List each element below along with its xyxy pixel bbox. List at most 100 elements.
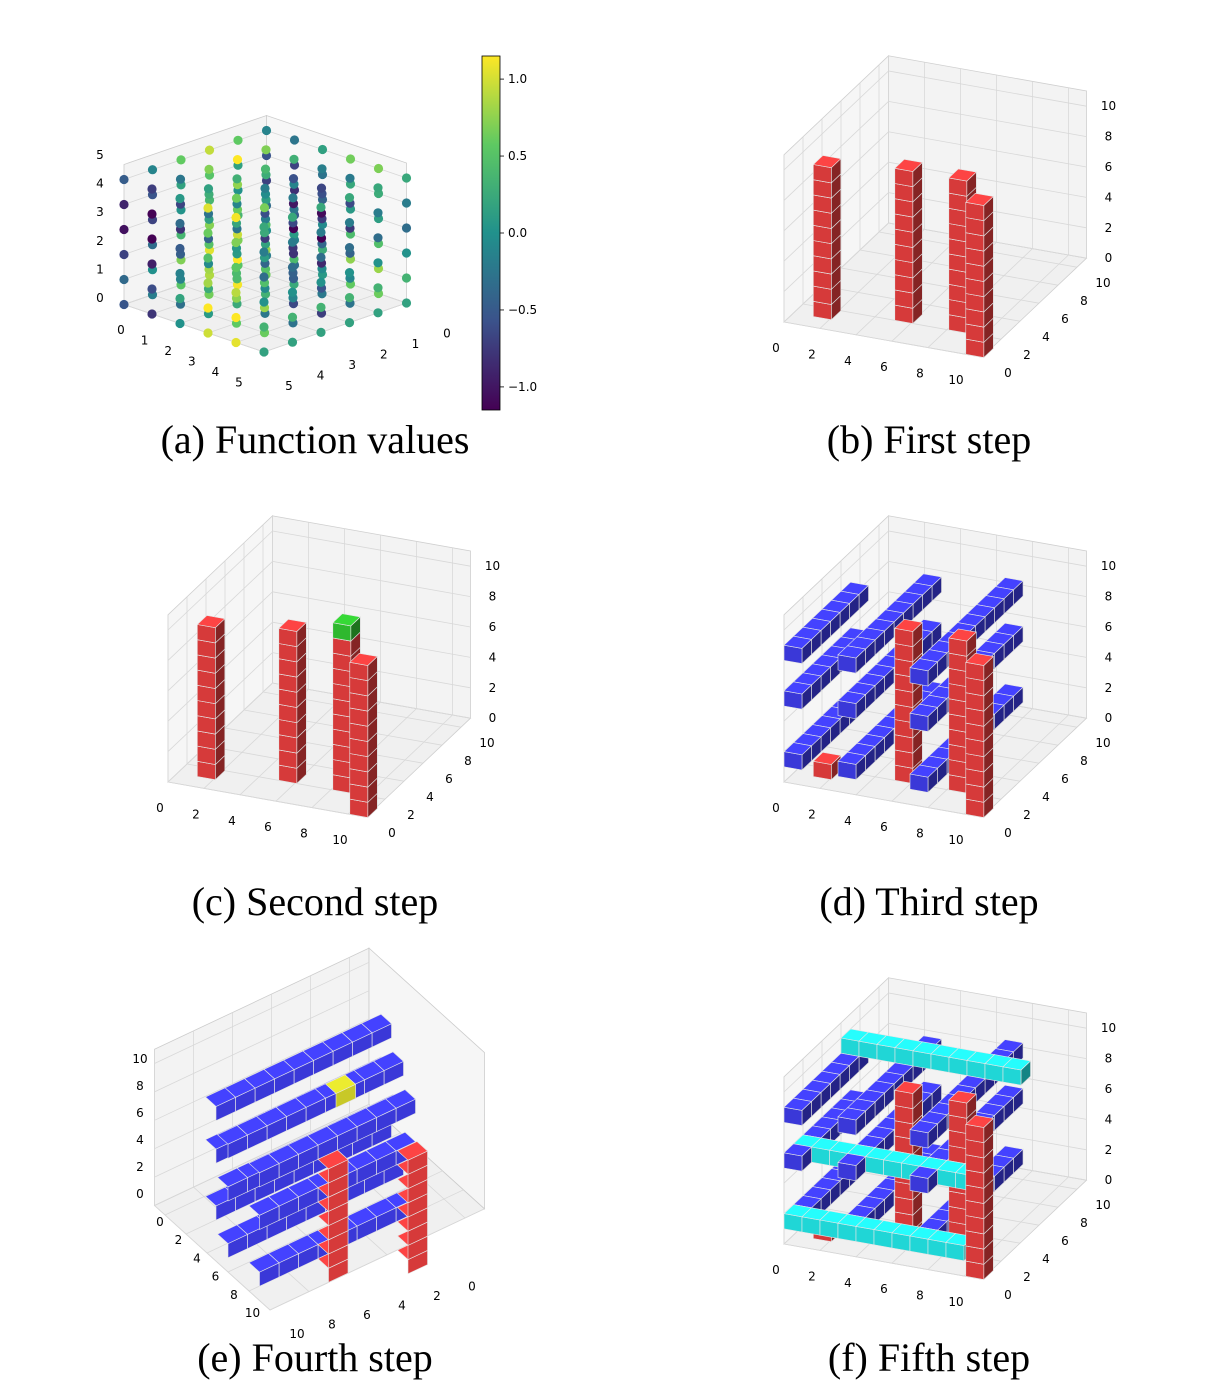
scatter-point [287, 312, 298, 322]
grid-line [266, 205, 407, 254]
grid-line [269, 1208, 485, 1311]
tick-label: 0 [1105, 1173, 1113, 1187]
grid-line [224, 727, 424, 764]
scatter-point [261, 125, 272, 136]
tick-label: 8 [230, 1288, 238, 1302]
voxel-face [837, 1107, 867, 1121]
scatter-point [317, 164, 327, 174]
grid-line [266, 255, 407, 304]
grid-line [272, 591, 471, 628]
tick-label: 1 [412, 337, 420, 351]
tick-label: 2 [808, 347, 816, 361]
scatter-point [231, 312, 241, 323]
tick-label: 4 [844, 354, 852, 368]
scatter-point [259, 247, 269, 257]
grid-line [123, 230, 267, 280]
grid-line [888, 992, 1087, 1029]
scatter-point [373, 183, 383, 193]
tick-label: 2 [164, 344, 172, 358]
tick-label: 6 [489, 620, 497, 634]
tick-label: 4 [317, 369, 325, 383]
scatter-point [316, 252, 326, 262]
tick-label: 4 [489, 650, 497, 664]
scatter-point [344, 193, 355, 203]
scatter-point [373, 208, 383, 218]
voxel-face [909, 703, 939, 717]
voxel-face [965, 652, 994, 666]
scatter-point [316, 327, 326, 337]
tick-label: 0 [772, 801, 780, 815]
scatter-point [401, 273, 412, 283]
scatter-point [175, 218, 185, 229]
voxel-face [204, 1087, 237, 1107]
scatter-point [147, 209, 157, 219]
scatter-point [147, 259, 157, 269]
tick-label: 4 [136, 1133, 144, 1147]
scatter-point [260, 183, 270, 193]
tick-label: 3 [188, 355, 196, 369]
voxel-face [248, 1253, 280, 1273]
tick-label: 4 [426, 790, 434, 804]
voxel-face [812, 751, 842, 765]
tick-label: 10 [485, 559, 500, 573]
scatter-point [259, 203, 270, 213]
grid-line [123, 205, 267, 255]
tick-label: 2 [175, 1233, 183, 1247]
tick-label: 6 [1105, 620, 1113, 634]
tick-label: 2 [96, 234, 104, 248]
grid-line [840, 267, 1040, 304]
scatter-point [287, 237, 298, 247]
scatter-point [344, 318, 355, 328]
scatter-point [203, 278, 213, 288]
tick-label: 6 [363, 1308, 371, 1322]
voxel-face [216, 1167, 249, 1188]
tick-label: 0 [1105, 711, 1113, 725]
tick-label: 0 [136, 1187, 144, 1201]
grid-line [154, 1018, 370, 1121]
grid-line [167, 781, 367, 818]
scatter-point [119, 274, 129, 285]
scatter-point [147, 184, 157, 194]
voxel-face [894, 158, 923, 172]
tick-label: 4 [398, 1299, 406, 1313]
tick-label: 0 [388, 826, 396, 840]
scatter-point [344, 243, 355, 253]
scatter-point [175, 268, 185, 279]
scatter-point [175, 318, 185, 329]
scatter-point [287, 212, 298, 222]
tick-label: 10 [948, 833, 963, 847]
tick-label: 8 [300, 827, 308, 841]
tick-label: 2 [808, 1269, 816, 1283]
voxel-face [812, 155, 842, 169]
voxels [783, 573, 1024, 819]
tick-label: 8 [1105, 590, 1113, 604]
grid-line [123, 304, 265, 353]
grid-line [123, 255, 267, 305]
scatter-point [203, 253, 213, 263]
voxels [196, 613, 378, 819]
scatter-point [175, 243, 185, 254]
tick-label: 1 [96, 262, 104, 276]
caption-d: (d) Third step [819, 879, 1039, 924]
tick-label: 2 [1105, 1143, 1113, 1157]
caption-b: (b) First step [826, 417, 1032, 462]
tick-label: 2 [192, 807, 200, 821]
scatter-point [373, 258, 383, 268]
tick-label: 0 [772, 1263, 780, 1277]
tick-label: 10 [479, 736, 494, 750]
scatter-point [316, 202, 326, 212]
tick-label: 0 [156, 1215, 164, 1229]
voxels [812, 155, 994, 359]
grid-line [263, 302, 407, 353]
tick-label: 4 [96, 177, 104, 191]
tick-label: 6 [1105, 1082, 1113, 1096]
tick-label: 10 [948, 373, 963, 387]
